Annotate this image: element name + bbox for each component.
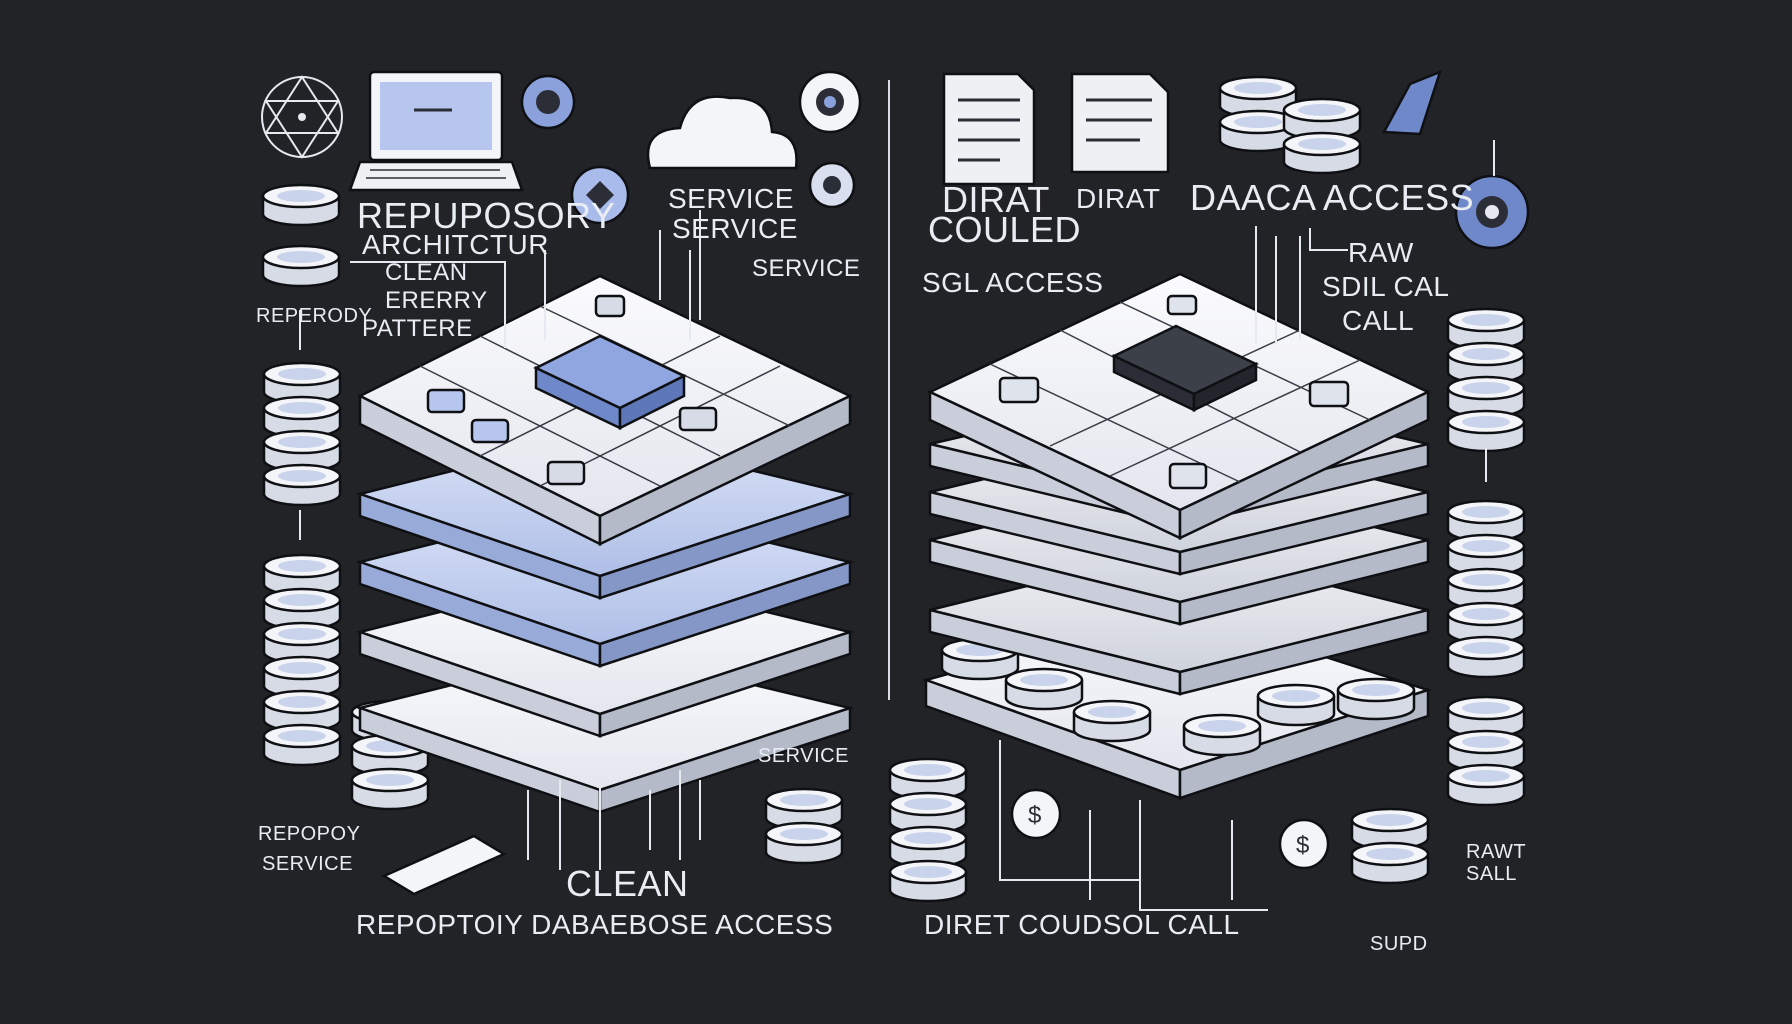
service-label: SERVICE xyxy=(672,213,798,244)
document-icon xyxy=(1070,72,1170,174)
service-label: SERVICE xyxy=(262,853,353,875)
dollar-coin-icon: $ xyxy=(1278,818,1330,870)
database-icon xyxy=(262,553,342,767)
dirat-label: DIRAT xyxy=(942,179,1050,220)
database-icon xyxy=(262,361,342,507)
ererry-label: ERERRY xyxy=(385,287,488,314)
right-layer-stack xyxy=(921,272,1433,800)
database-icon xyxy=(888,757,968,903)
document-icon xyxy=(942,72,1036,186)
service-label: SERVICE xyxy=(668,183,794,214)
raw-label: RAW xyxy=(1348,237,1414,268)
database-icon xyxy=(1446,307,1526,453)
document-icon xyxy=(381,834,507,896)
left-layer-stack xyxy=(355,274,855,814)
architecture-label: ARCHITCTUR xyxy=(362,229,549,260)
repository-label: REPUPOSORY xyxy=(357,195,615,236)
right-bottom-caption: DIRET COUDSOL CALL xyxy=(924,909,1240,940)
cloud-icon xyxy=(646,95,798,170)
sall-label: SALL xyxy=(1466,863,1517,885)
left-side: REPUPOSORY ARCHITCTUR CLEAN REPERODY ERE… xyxy=(256,70,862,940)
left-labels: REPUPOSORY ARCHITCTUR CLEAN REPERODY ERE… xyxy=(256,183,860,940)
gear-icon xyxy=(808,161,856,209)
network-icon xyxy=(261,75,343,159)
dollar-coin-icon: $ xyxy=(1010,788,1062,840)
service-label: SERVICE xyxy=(758,745,849,767)
dirat-label: DIRAT xyxy=(1076,183,1160,214)
database-icon xyxy=(1350,807,1430,885)
clean-label: CLEAN xyxy=(566,863,689,904)
gear-icon xyxy=(798,70,862,134)
right-side: $ $ DIRAT COULED DIRAT DAACA ACCESS SGL … xyxy=(888,69,1530,955)
gear-icon xyxy=(520,74,576,130)
svg-text:$: $ xyxy=(1296,832,1310,859)
reperody-label: REPERODY xyxy=(256,305,372,327)
database-icon xyxy=(764,787,844,865)
couled-label: COULED xyxy=(928,209,1081,250)
sql-access-label: SGL ACCESS xyxy=(922,267,1103,298)
laptop-icon xyxy=(348,70,524,192)
layer-top xyxy=(927,272,1431,540)
database-icon xyxy=(1446,695,1526,807)
pyramid-icon xyxy=(1381,69,1443,136)
left-bottom-caption: REPOPTOIY DABAEBOSE ACCESS xyxy=(356,909,833,940)
layer-top xyxy=(357,274,853,547)
call-label: CALL xyxy=(1342,305,1414,336)
database-icon xyxy=(261,183,341,288)
pattern-label: PATTERE xyxy=(362,315,473,342)
right-labels: DIRAT COULED DIRAT DAACA ACCESS SGL ACCE… xyxy=(922,177,1526,955)
svg-text:$: $ xyxy=(1028,802,1042,829)
data-access-label: DAACA ACCESS xyxy=(1190,177,1474,218)
supd-label: SUPD xyxy=(1370,933,1428,955)
connector-lines xyxy=(299,210,701,870)
gear-icon xyxy=(1454,174,1530,250)
service-label: SERVICE xyxy=(752,255,860,282)
clean-label: CLEAN xyxy=(385,259,468,286)
database-icon xyxy=(1218,75,1362,175)
sql-call-label: SDIL CAL xyxy=(1322,271,1449,302)
repository-service-label: REPOPOY xyxy=(258,823,360,845)
database-icon xyxy=(1446,499,1526,679)
rawt-label: RAWT xyxy=(1466,841,1526,863)
node-icon xyxy=(570,165,630,225)
connector-lines xyxy=(999,140,1495,911)
